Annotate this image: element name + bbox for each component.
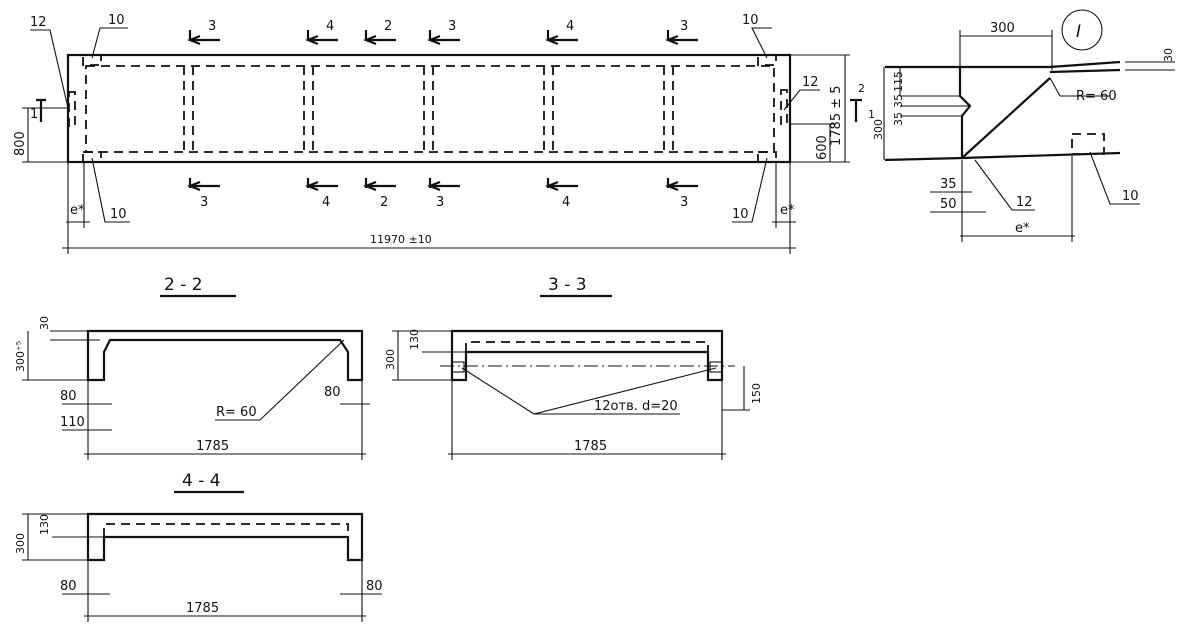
mark-12-right: 12 (802, 75, 819, 90)
svg-text:4: 4 (322, 195, 330, 210)
detail-dim-300v: 300 (872, 119, 885, 140)
dim-80-right: 80 (366, 579, 383, 594)
cut-1-right-label: 1 (868, 108, 875, 121)
leader-12-left (30, 29, 69, 109)
detail-top-edge (960, 60, 1121, 69)
section-3-3-hidden (465, 341, 709, 352)
holes-label: 12отв. d=20 (594, 399, 678, 414)
dim-height: 300⁺⁵ (14, 341, 27, 372)
svg-text:4: 4 (326, 19, 334, 34)
dim-30: 30 (38, 316, 51, 330)
cut-1-right (850, 98, 862, 122)
section-4-4: 4 - 4 300 130 80 80 1785 (14, 471, 383, 622)
dim-width: 1785 ± 5 (829, 85, 844, 146)
detail-mark-12: 12 (1016, 195, 1033, 210)
section-2-2-profile (86, 329, 364, 382)
dim-80-left: 80 (60, 389, 77, 404)
holes-leader (461, 367, 717, 415)
detail-dim-35b: 35 (892, 112, 905, 126)
section-3-3-title: 3 - 3 (548, 275, 587, 295)
svg-text:3: 3 (448, 19, 456, 34)
cut-1-left-label: 1 (30, 107, 38, 122)
svg-text:2: 2 (384, 19, 392, 34)
svg-text:4: 4 (562, 195, 570, 210)
cut-2-right-label: 2 (858, 82, 865, 95)
leader-10-bottom-right (732, 157, 768, 223)
dim-130: 130 (38, 514, 51, 535)
detail-plate-10 (1071, 133, 1105, 155)
mark-10-bottom-left: 10 (110, 207, 127, 222)
section-2-2: 2 - 2 30 300⁺⁵ 80 110 80 R= 60 1785 (14, 275, 370, 460)
plan-cell-dividers (183, 66, 674, 152)
embedded-plate-10 (82, 151, 102, 163)
embedded-plate-12 (68, 91, 76, 127)
section-3-3: 3 - 3 12отв. d=20 300 130 150 1785 (384, 275, 763, 460)
detail-I: I 300 30 115 35 35 300 R= 60 35 50 12 (872, 9, 1175, 242)
svg-text:2: 2 (380, 195, 388, 210)
dim-width: 1785 (186, 601, 219, 616)
embedded-plate-10 (757, 151, 777, 163)
detail-dim-35: 35 (940, 177, 957, 192)
detail-dim-50: 50 (940, 197, 957, 212)
dim-300: 300 (14, 533, 27, 554)
mark-10-top-right: 10 (742, 13, 759, 28)
detail-top-edge-inner (1049, 68, 1121, 74)
dim-e-right: e* (780, 203, 795, 218)
dim-600: 600 (815, 135, 830, 160)
dim-80-left: 80 (60, 579, 77, 594)
leader-10-top-right (751, 27, 772, 59)
detail-dim-300: 300 (990, 21, 1015, 36)
detail-dim-e: e* (1015, 221, 1030, 236)
detail-mark-10: 10 (1122, 189, 1139, 204)
mark-12-left: 12 (30, 15, 47, 30)
cut-1-left (36, 98, 46, 122)
svg-text:4: 4 (566, 19, 574, 34)
dim-800: 800 (13, 131, 28, 156)
plan-view: 12 10 10 10 10 12 3 4 2 3 4 3 3 (13, 13, 875, 254)
section-4-4-title: 4 - 4 (182, 471, 221, 491)
svg-text:3: 3 (200, 195, 208, 210)
mark-10-bottom-right: 10 (732, 207, 749, 222)
dim-e-left: e* (70, 203, 85, 218)
dim-130: 130 (408, 329, 421, 350)
svg-text:3: 3 (436, 195, 444, 210)
embedded-plate-10 (757, 54, 777, 66)
detail-slope (961, 77, 1051, 159)
detail-label: I (1076, 22, 1081, 42)
radius-label: R= 60 (216, 405, 257, 420)
dim-overall-length: 11970 ±10 (370, 233, 432, 246)
detail-leader-10 (1089, 151, 1140, 205)
section-3-3-profile (450, 329, 724, 382)
leader-10-top-left (91, 27, 128, 59)
detail-leader-12 (974, 159, 1035, 211)
section-2-2-title: 2 - 2 (164, 275, 203, 295)
detail-dim-30: 30 (1162, 48, 1175, 62)
svg-text:3: 3 (208, 19, 216, 34)
dim-300: 300 (384, 349, 397, 370)
detail-bottom-edge (961, 151, 1121, 160)
dim-80-right: 80 (324, 385, 341, 400)
svg-text:3: 3 (680, 195, 688, 210)
leader-10-bottom-left (91, 157, 130, 223)
leader-radius (215, 339, 345, 421)
detail-callout-circle (1061, 9, 1103, 51)
svg-text:3: 3 (680, 19, 688, 34)
section-cuts-top: 3 4 2 3 4 3 (187, 19, 698, 46)
section-4-4-hidden (103, 523, 349, 537)
embedded-plate-10 (82, 54, 102, 66)
dim-150: 150 (750, 383, 763, 404)
dim-110: 110 (60, 415, 85, 430)
section-4-4-profile (86, 512, 364, 562)
dim-width: 1785 (196, 439, 229, 454)
plan-inner-rib (85, 65, 775, 153)
leader-12-right (783, 89, 820, 111)
section-cuts-bottom: 3 4 2 3 4 3 (187, 178, 698, 210)
detail-dim-115: 115 (892, 71, 905, 92)
detail-dim-35a: 35 (892, 94, 905, 108)
plan-outline (66, 53, 792, 164)
mark-10-top-left: 10 (108, 13, 125, 28)
detail-radius: R= 60 (1076, 89, 1117, 104)
dim-width: 1785 (574, 439, 607, 454)
